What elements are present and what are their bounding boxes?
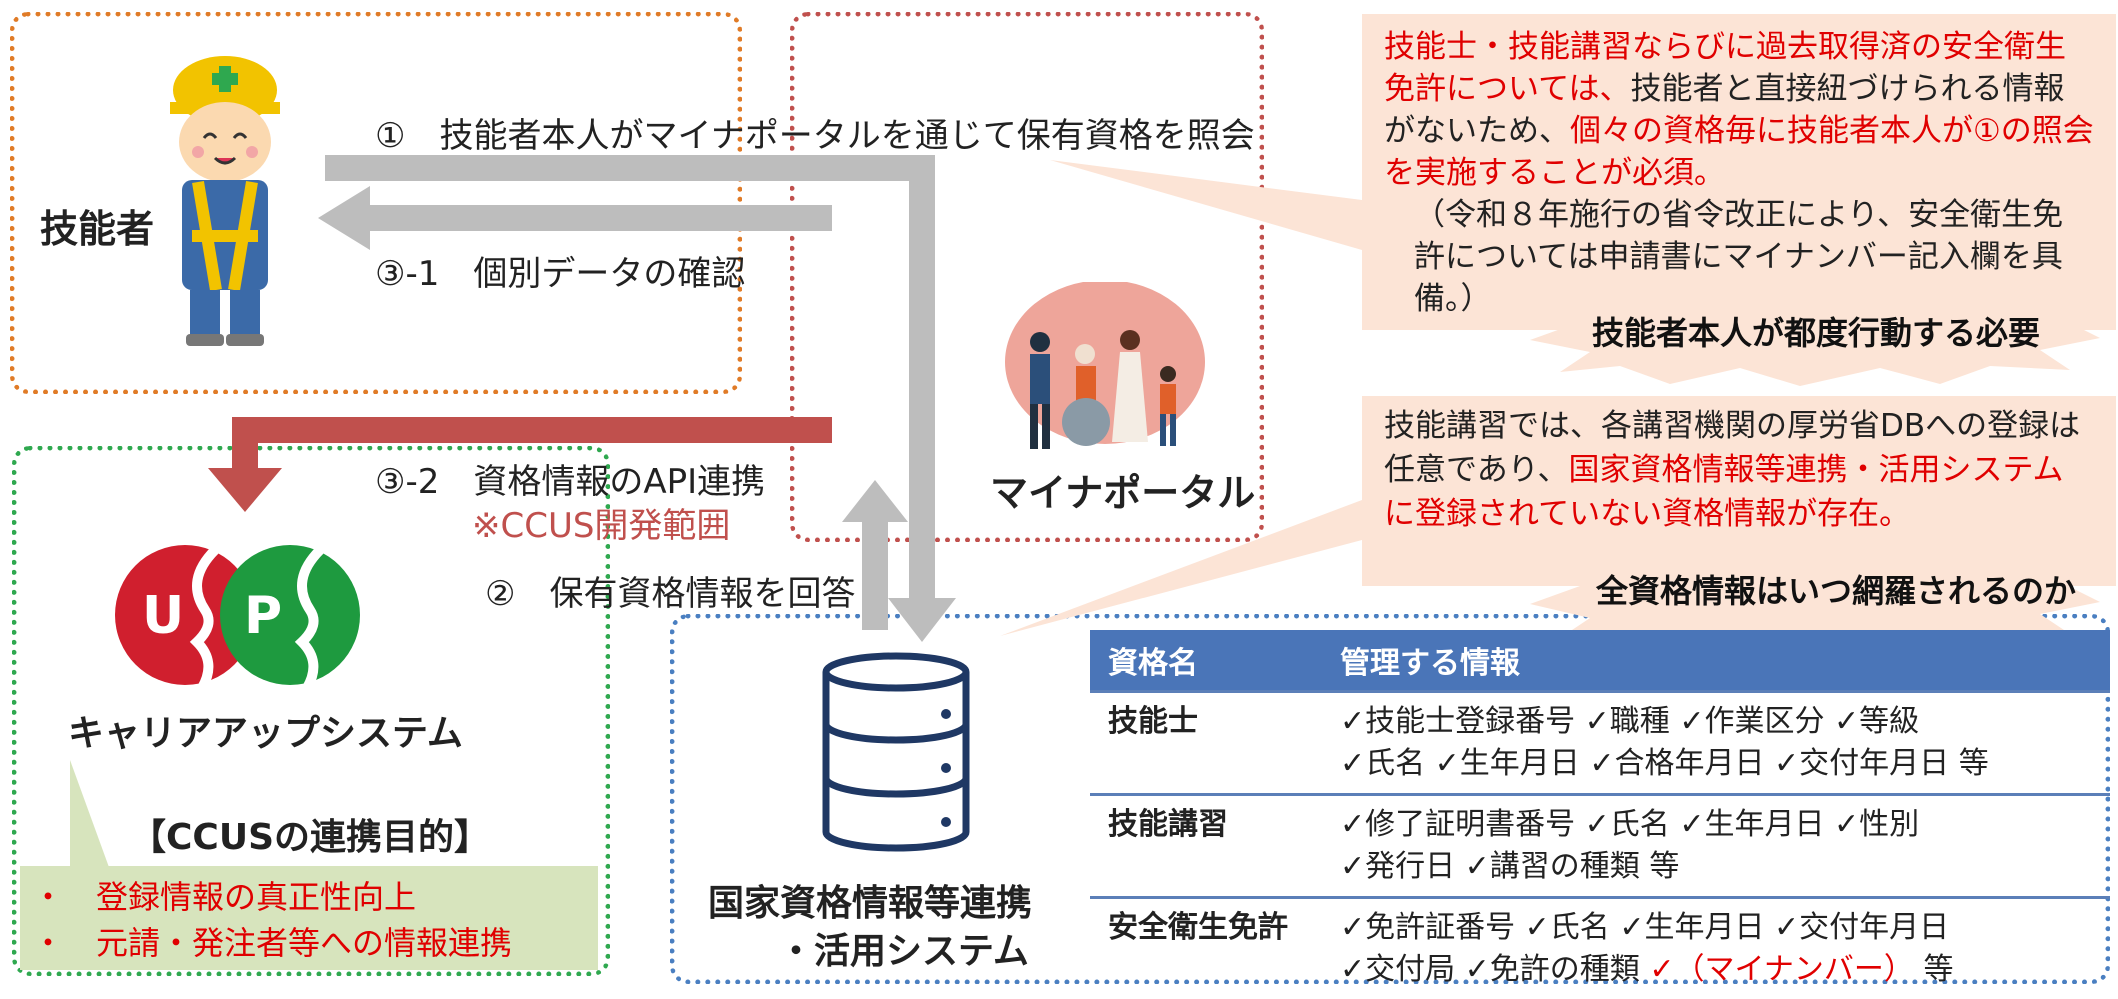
step1-label: ① 技能者本人がマイナポータルを通じて保有資格を照会 xyxy=(375,108,1255,157)
table-cell-line: ✓交付局 ✓免許の種類 ✓（マイナンバー） 等 xyxy=(1340,949,2092,991)
note1-callout-wedge xyxy=(1050,160,1362,250)
table-cell-fragment: 等 xyxy=(1914,952,1954,987)
burst1-label: 技能者本人が都度行動する必要 xyxy=(1592,308,2040,354)
table-cell-line: ✓修了証明書番号 ✓氏名 ✓生年月日 ✓性別 xyxy=(1340,804,2092,846)
note2-callout-wedge xyxy=(1000,500,1362,636)
table-header-name: 資格名 xyxy=(1090,630,1322,692)
table-cell-line: ✓免許証番号 ✓氏名 ✓生年月日 ✓交付年月日 xyxy=(1340,907,2092,949)
step3-2-note: ※CCUS開発範囲 xyxy=(472,498,730,547)
table-cell-line: ✓発行日 ✓講習の種類 等 xyxy=(1340,846,2092,888)
note1-paren: （令和８年施行の省令改正により、安全衛生免許については申請書にマイナンバー記入欄… xyxy=(1384,194,2094,320)
step2-arrowhead xyxy=(842,480,908,522)
purpose-callout-tail xyxy=(60,760,120,870)
table-cell-info: ✓修了証明書番号 ✓氏名 ✓生年月日 ✓性別 ✓発行日 ✓講習の種類 等 xyxy=(1322,795,2110,898)
step3-1-label: ③-1 個別データの確認 xyxy=(375,246,745,295)
table-cell-line: ✓技能士登録番号 ✓職種 ✓作業区分 ✓等級 xyxy=(1340,701,2092,743)
table-header-row: 資格名 管理する情報 xyxy=(1090,630,2110,692)
face xyxy=(179,102,271,182)
step3-2-arrowhead xyxy=(208,468,282,512)
ccus-purpose-title: 【CCUSの連携目的】 xyxy=(130,808,490,860)
table-header-info: 管理する情報 xyxy=(1322,630,2110,692)
table-cell-name: 技能士 xyxy=(1090,692,1322,795)
burst2-label: 全資格情報はいつ網羅されるのか xyxy=(1596,566,2076,612)
step2-arrow-shaft xyxy=(862,520,888,630)
table-row: 技能講習 ✓修了証明書番号 ✓氏名 ✓生年月日 ✓性別 ✓発行日 ✓講習の種類 … xyxy=(1090,795,2110,898)
note1-text: 技能士・技能講習ならびに過去取得済の安全衛生免許については、技能者と直接紐づけら… xyxy=(1384,26,2094,194)
step3-2-label: ③-2 資格情報のAPI連携 xyxy=(375,454,765,503)
mynaportal-illustration xyxy=(1000,282,1210,462)
ccus-purpose-item-2: ・ 元請・発注者等への情報連携 xyxy=(32,918,512,964)
worker-illustration xyxy=(160,50,290,350)
table-cell-name: 技能講習 xyxy=(1090,795,1322,898)
ccus-purpose-item-1: ・ 登録情報の真正性向上 xyxy=(32,872,416,918)
step1-arrowhead xyxy=(888,598,956,642)
step3-1-arrow-shaft xyxy=(370,205,832,231)
table-row: 技能士 ✓技能士登録番号 ✓職種 ✓作業区分 ✓等級 ✓氏名 ✓生年月日 ✓合格… xyxy=(1090,692,2110,795)
ccus-logo-letter-p: P xyxy=(244,586,282,646)
step2-label: ② 保有資格情報を回答 xyxy=(485,566,855,615)
ccus-label: キャリアアップシステム xyxy=(68,704,463,756)
table-cell-line: ✓氏名 ✓生年月日 ✓合格年月日 ✓交付年月日 等 xyxy=(1340,743,2092,785)
note2-text: 技能講習では、各講習機関の厚労省DBへの登録は任意であり、国家資格情報等連携・活… xyxy=(1384,404,2094,536)
mynaportal-label: マイナポータル xyxy=(990,462,1255,517)
system-label-line2: ・活用システム xyxy=(778,922,1029,974)
step3-1-arrowhead xyxy=(318,186,370,250)
database-icon xyxy=(818,652,974,852)
ccus-logo-letter-u: U xyxy=(142,586,184,646)
mynumber-fragment: ✓（マイナンバー） xyxy=(1649,952,1914,987)
qualification-table: 資格名 管理する情報 技能士 ✓技能士登録番号 ✓職種 ✓作業区分 ✓等級 ✓氏… xyxy=(1090,630,2110,999)
note1-box: 技能士・技能講習ならびに過去取得済の安全衛生免許については、技能者と直接紐づけら… xyxy=(1362,14,2116,330)
system-label-line1: 国家資格情報等連携 xyxy=(708,874,1032,926)
table-cell-info: ✓技能士登録番号 ✓職種 ✓作業区分 ✓等級 ✓氏名 ✓生年月日 ✓合格年月日 … xyxy=(1322,692,2110,795)
worker-label: 技能者 xyxy=(40,198,154,253)
note2-box: 技能講習では、各講習機関の厚労省DBへの登録は任意であり、国家資格情報等連携・活… xyxy=(1362,396,2116,586)
table-cell-fragment: ✓交付局 ✓免許の種類 xyxy=(1340,952,1649,987)
